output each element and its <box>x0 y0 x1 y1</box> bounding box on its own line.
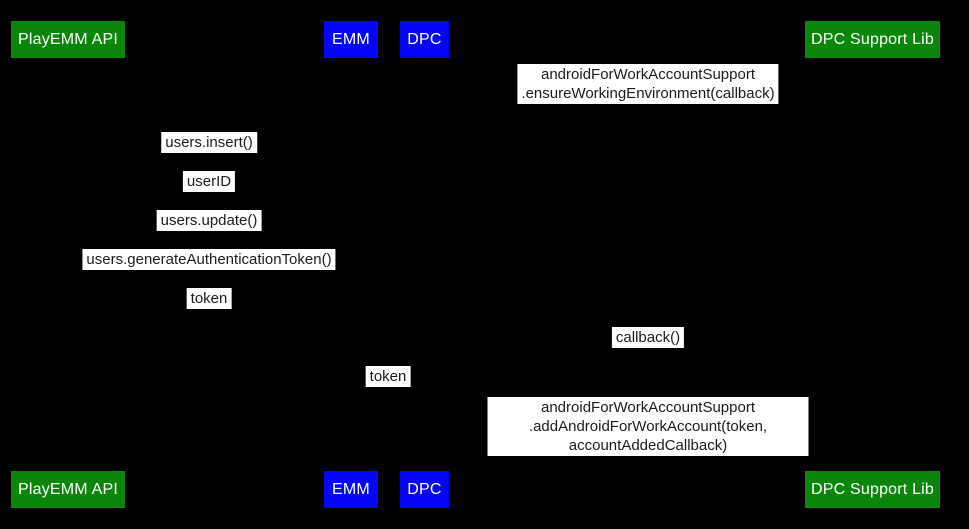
message-generate-authentication-token: users.generateAuthenticationToken() <box>82 249 336 270</box>
actor-dpc-support-lib-bottom: DPC Support Lib <box>805 471 940 508</box>
message-callback: callback() <box>611 327 685 348</box>
actor-playemm-api-bottom: PlayEMM API <box>11 471 125 508</box>
message-token-to-dpc: token <box>365 366 411 387</box>
actor-dpc-top: DPC <box>400 21 449 58</box>
message-users-update: users.update() <box>156 210 262 231</box>
message-users-insert: users.insert() <box>161 132 257 153</box>
actor-dpc-bottom: DPC <box>400 471 449 508</box>
actor-dpc-support-lib-top: DPC Support Lib <box>805 21 940 58</box>
actor-playemm-api-top: PlayEMM API <box>11 21 125 58</box>
message-add-android-for-work-account: androidForWorkAccountSupport .addAndroid… <box>487 397 809 456</box>
message-ensure-working-environment: androidForWorkAccountSupport .ensureWork… <box>517 64 779 104</box>
message-token-to-emm: token <box>186 288 232 309</box>
message-user-id: userID <box>182 171 236 192</box>
actor-emm-top: EMM <box>324 21 378 58</box>
actor-emm-bottom: EMM <box>324 471 378 508</box>
